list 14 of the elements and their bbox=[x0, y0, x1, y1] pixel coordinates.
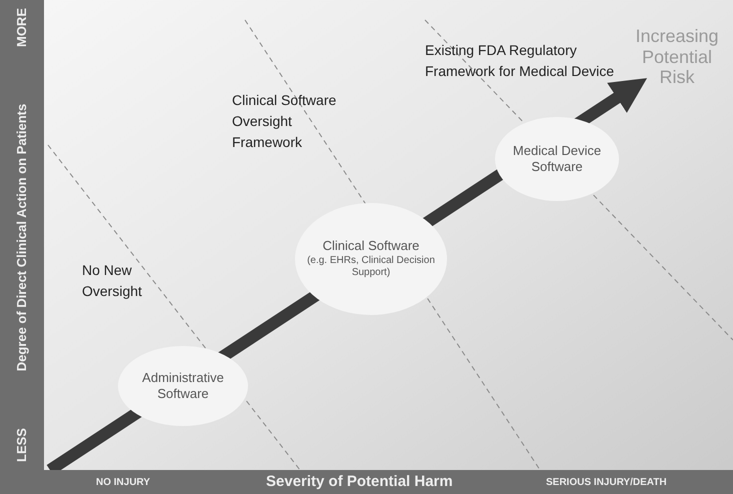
node-text: (e.g. EHRs, Clinical Decision Support) bbox=[307, 254, 435, 280]
region-label: Clinical Software Oversight Framework bbox=[232, 91, 338, 152]
node-text: Clinical Software bbox=[322, 238, 420, 255]
axis-title: Severity of Potential Harm bbox=[266, 472, 453, 492]
node-text: Medical Device Software bbox=[512, 142, 602, 176]
axis-end-label: NO INJURY bbox=[96, 476, 150, 490]
risk-label: Increasing Potential Risk bbox=[634, 26, 720, 88]
node-text: Administrative Software bbox=[141, 370, 225, 402]
region-label: Existing FDA Regulatory Framework for Medical Device bbox=[425, 41, 616, 81]
axis-end-label: SERIOUS INJURY/DEATH bbox=[546, 476, 667, 490]
axis-end-label: MORE bbox=[13, 8, 30, 48]
axis-end-label: LESS bbox=[13, 428, 30, 462]
axis-title: Degree of Direct Clinical Action on Patients bbox=[13, 104, 30, 372]
region-label: No New Oversight bbox=[82, 261, 143, 301]
